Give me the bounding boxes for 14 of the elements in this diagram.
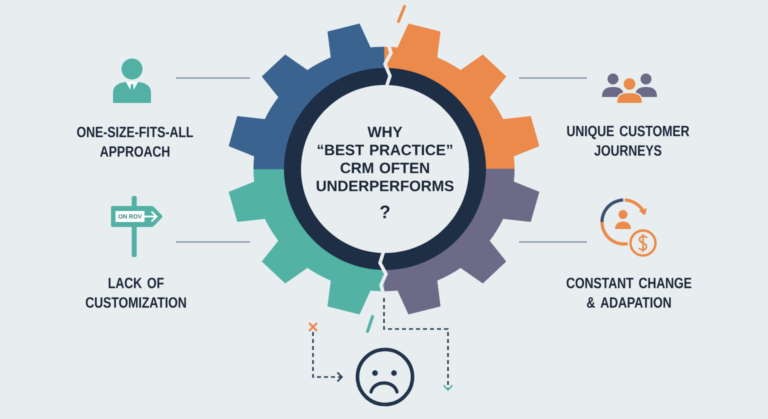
cross-mark bbox=[308, 322, 318, 332]
question-mark: ? bbox=[380, 206, 390, 218]
leader-line bbox=[519, 77, 587, 79]
dashed-arrow bbox=[383, 298, 454, 391]
label-text: LACK OF CUSTOMIZATION bbox=[86, 278, 186, 308]
leader-line bbox=[176, 241, 250, 243]
label-text: CONSTANT CHANGE & ADAPATION bbox=[566, 278, 692, 308]
sad-face-icon bbox=[356, 348, 414, 406]
label-text: UNIQUE CUSTOMER JOURNEYS bbox=[567, 126, 690, 156]
label-text: ONE-SIZE-FITS-ALL APPROACH bbox=[77, 126, 194, 157]
leader-line bbox=[176, 77, 250, 79]
leader-line bbox=[519, 241, 587, 243]
question-text: WHY “BEST PRACTICE” CRM OFTEN UNDERPERFORMS bbox=[316, 126, 454, 192]
dashed-arrow bbox=[312, 332, 343, 382]
